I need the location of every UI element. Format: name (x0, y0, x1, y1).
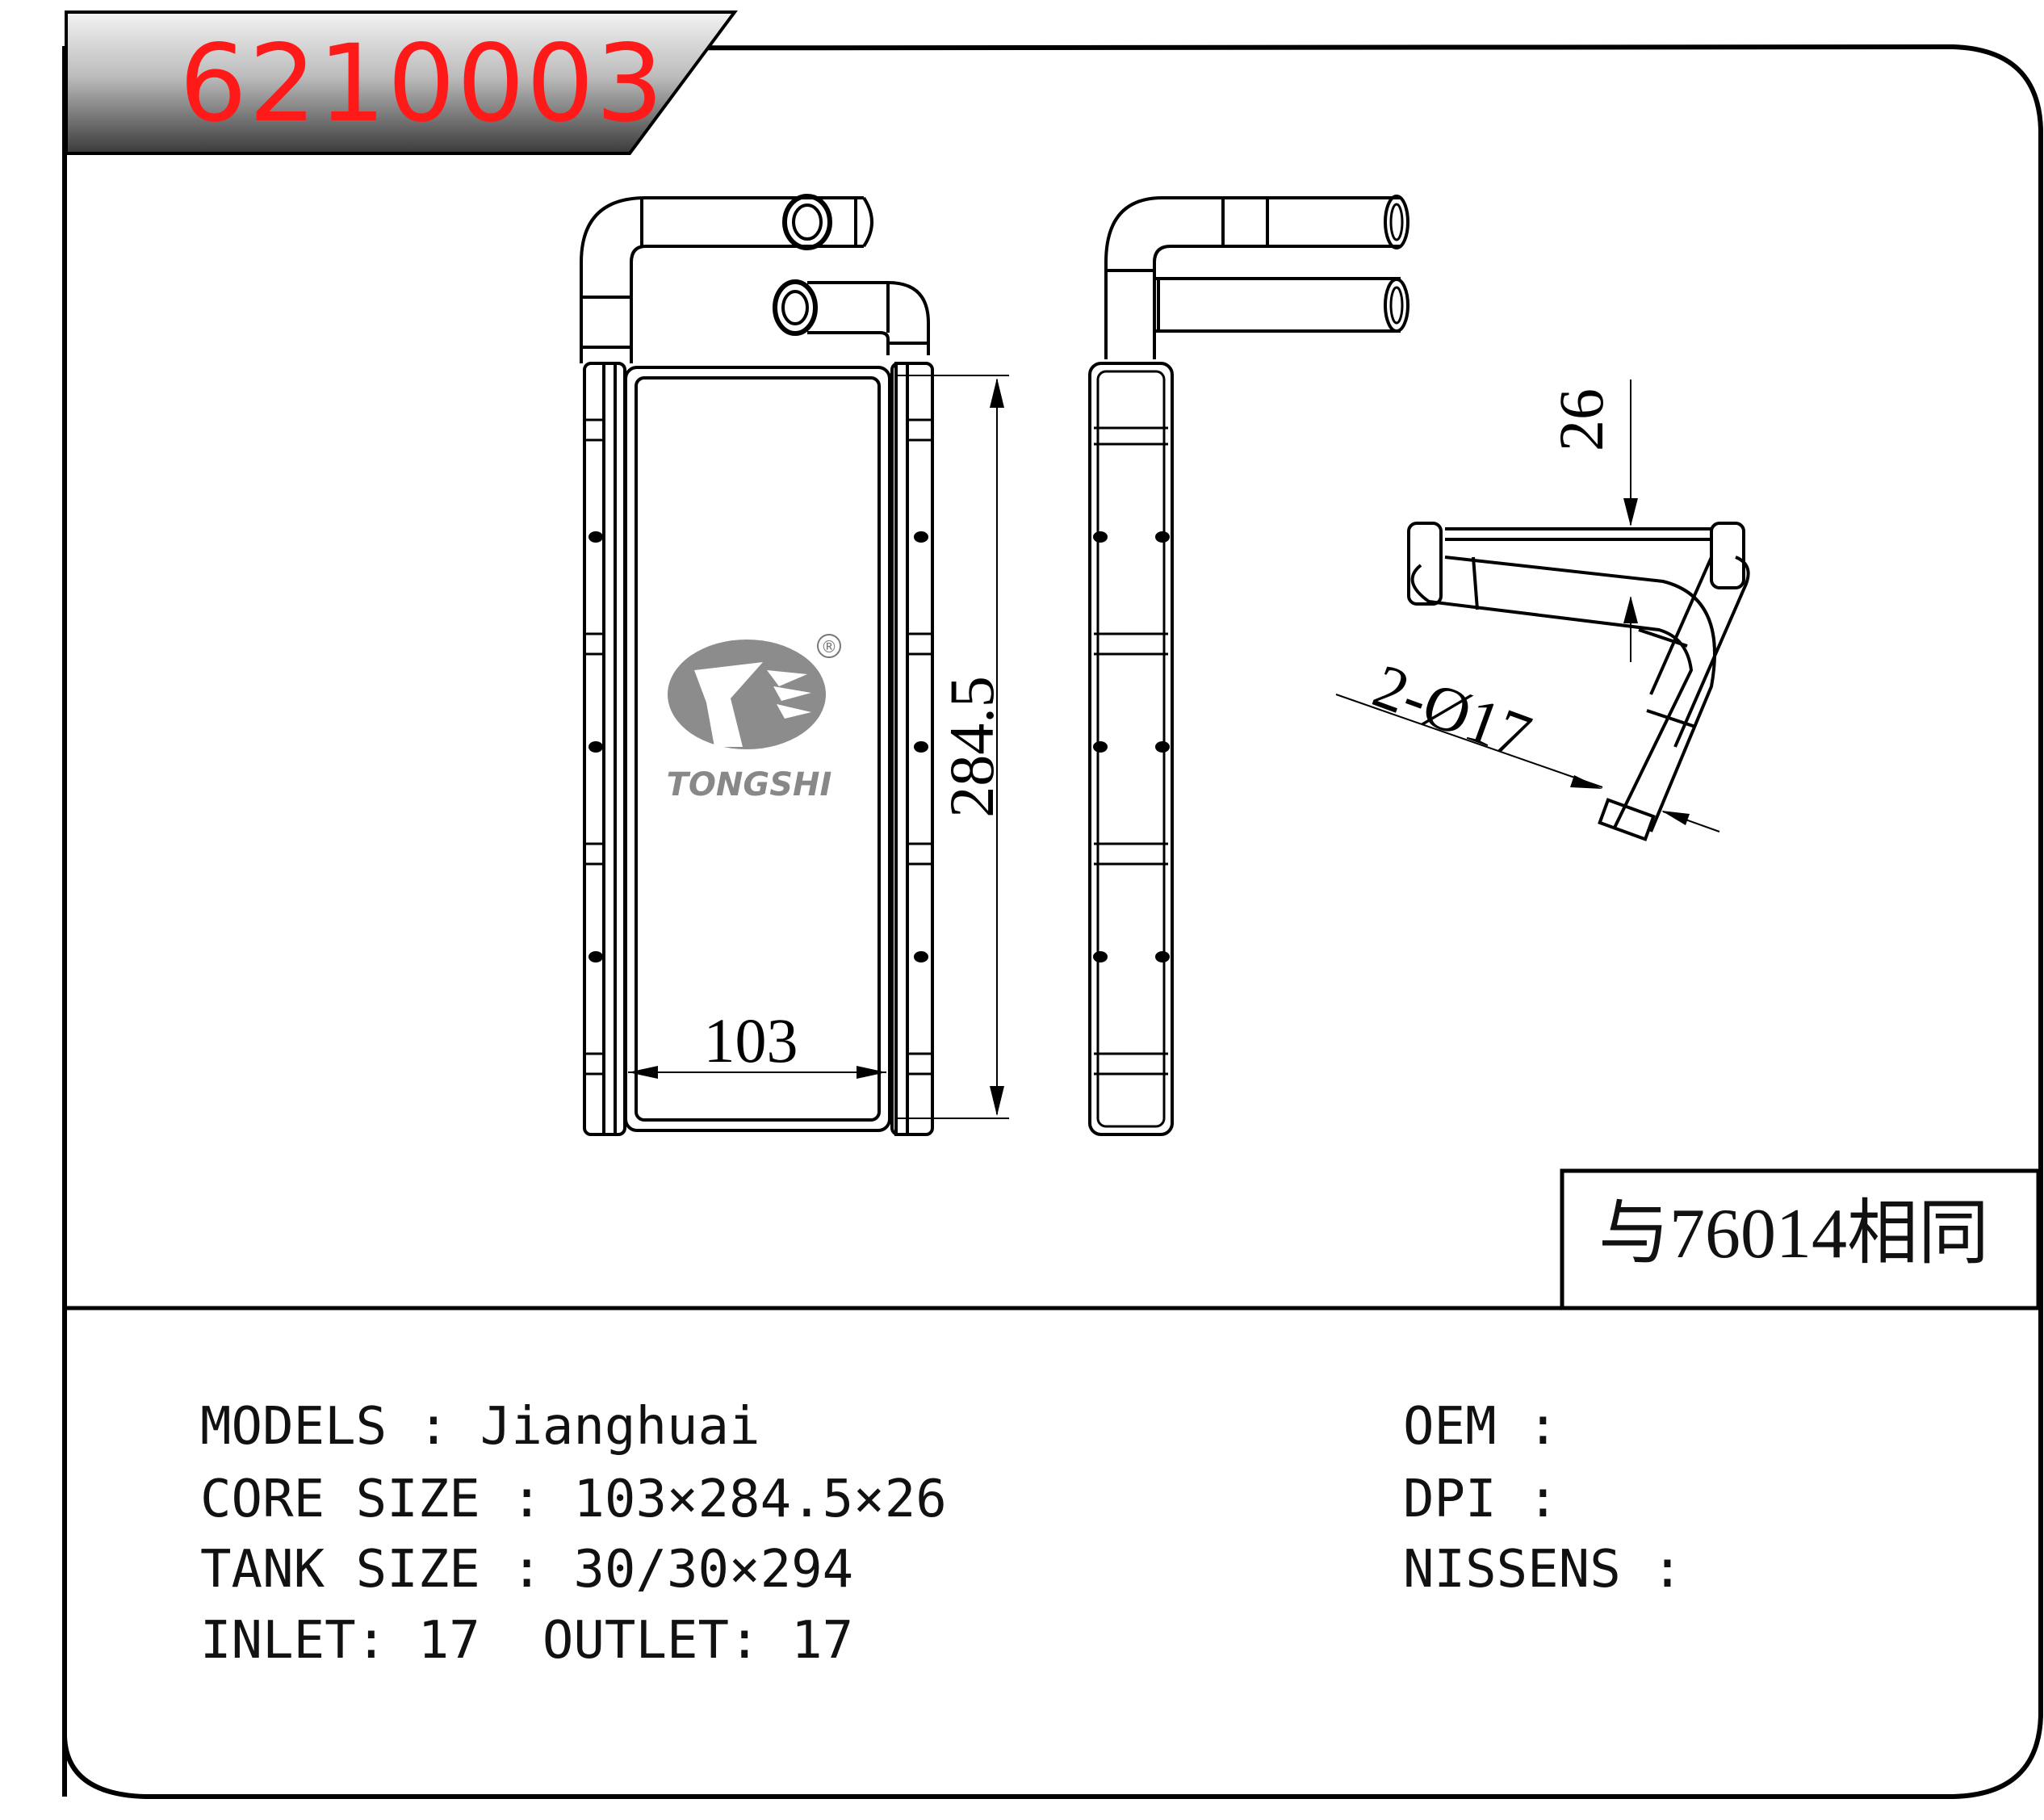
spec-dpi: DPI : (1403, 1470, 1590, 1529)
logo-emblem (668, 640, 826, 749)
dim-core-depth: 26 (1546, 388, 1616, 451)
outer-frame (62, 44, 2043, 1799)
spec-value: 17 (791, 1611, 854, 1671)
spec-value: Jianghuai (480, 1397, 760, 1457)
spec-label: MODELS (200, 1397, 387, 1457)
front-view (580, 194, 1009, 1136)
spec-value: 30/30×294 (573, 1540, 854, 1600)
top-view (1335, 380, 1750, 841)
spec-tank-size: TANK SIZE : 30/30×294 (200, 1540, 854, 1600)
registered-mark: ® (821, 637, 837, 656)
spec-core-size: CORE SIZE : 103×284.5×26 (200, 1470, 947, 1529)
spec-value: 17 (417, 1611, 480, 1671)
spec-label: OUTLET (542, 1611, 730, 1671)
side-view (1088, 195, 1409, 1136)
spec-value: 103×284.5×26 (573, 1470, 947, 1529)
dim-core-width: 103 (704, 1005, 798, 1076)
spec-label: NISSENS (1403, 1540, 1621, 1600)
spec-label: OEM (1403, 1397, 1497, 1457)
spec-label: INLET (200, 1611, 356, 1671)
note-text: 与76014相同 (1598, 1195, 1990, 1273)
spec-models: MODELS : Jianghuai (200, 1397, 760, 1457)
spec-label: TANK SIZE (200, 1540, 480, 1600)
tongshi-logo: ® TONGSHI (667, 634, 841, 803)
note-box (1560, 1168, 2041, 1310)
spec-inlet-outlet: INLET: 17 OUTLET: 17 (200, 1611, 854, 1671)
spec-nissens: NISSENS : (1403, 1540, 1715, 1600)
dim-pipes: 2-Ø17 (1365, 650, 1540, 771)
logo-brand: TONGSHI (667, 766, 832, 803)
spec-oem: OEM : (1403, 1397, 1590, 1457)
spec-label: DPI (1403, 1470, 1497, 1529)
header-banner (66, 12, 735, 153)
part-number: 6210003 (179, 22, 665, 146)
dim-core-height: 284.5 (936, 676, 1007, 818)
spec-label: CORE SIZE (200, 1470, 480, 1529)
